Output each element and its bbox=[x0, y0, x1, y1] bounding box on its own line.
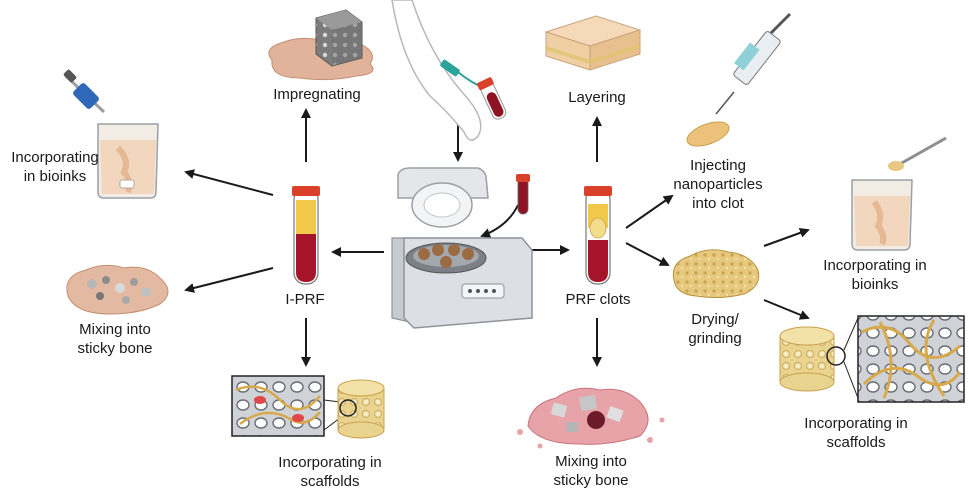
label-prf-clots: PRF clots bbox=[565, 291, 631, 308]
skin-layers-icon bbox=[544, 15, 642, 71]
arrow-drying-to-bioinks bbox=[763, 228, 810, 247]
fiber-network-icon bbox=[231, 375, 325, 437]
clot-icon bbox=[686, 121, 730, 147]
arrow-iprf-to-stickybone bbox=[184, 267, 274, 293]
arrow-drying-to-scaffolds bbox=[763, 299, 810, 320]
prf-tube-icon bbox=[584, 186, 612, 285]
sticky-bone-icon bbox=[66, 264, 169, 315]
syringe-icon bbox=[715, 12, 792, 115]
dried-powder-icon bbox=[672, 249, 760, 299]
beaker-icon bbox=[97, 123, 159, 199]
fiber-network-icon bbox=[857, 315, 965, 403]
arm-blood-draw-icon bbox=[391, 0, 507, 141]
centrifuge-icon bbox=[391, 167, 533, 329]
label-impregnating: Impregnating bbox=[273, 86, 361, 103]
iprf-tube-icon bbox=[292, 186, 320, 285]
label-drying: Drying/grinding bbox=[688, 311, 742, 347]
beaker-icon bbox=[851, 179, 913, 251]
zoom-line bbox=[843, 361, 859, 399]
zoom-line bbox=[843, 317, 859, 351]
test-tube-icon bbox=[516, 174, 530, 215]
zoom-line bbox=[323, 399, 341, 403]
arrow-prf-to-injecting bbox=[625, 194, 674, 229]
scaffold-cylinder-icon bbox=[779, 326, 846, 392]
label-i-prf: I-PRF bbox=[285, 291, 325, 308]
arrows bbox=[184, 108, 810, 367]
scaffold-cylinder-icon bbox=[337, 379, 385, 439]
arrow-prf-to-drying bbox=[625, 242, 670, 266]
sticky-bone-icon bbox=[517, 387, 665, 449]
pipette-icon bbox=[63, 69, 106, 114]
arrow-tube-into-centrifuge bbox=[480, 204, 519, 238]
arrow-iprf-to-bioinks bbox=[184, 169, 274, 196]
bone-block-icon bbox=[268, 9, 374, 81]
label-layering: Layering bbox=[568, 89, 626, 106]
spatula-icon bbox=[888, 136, 947, 171]
zoom-line bbox=[323, 417, 341, 431]
